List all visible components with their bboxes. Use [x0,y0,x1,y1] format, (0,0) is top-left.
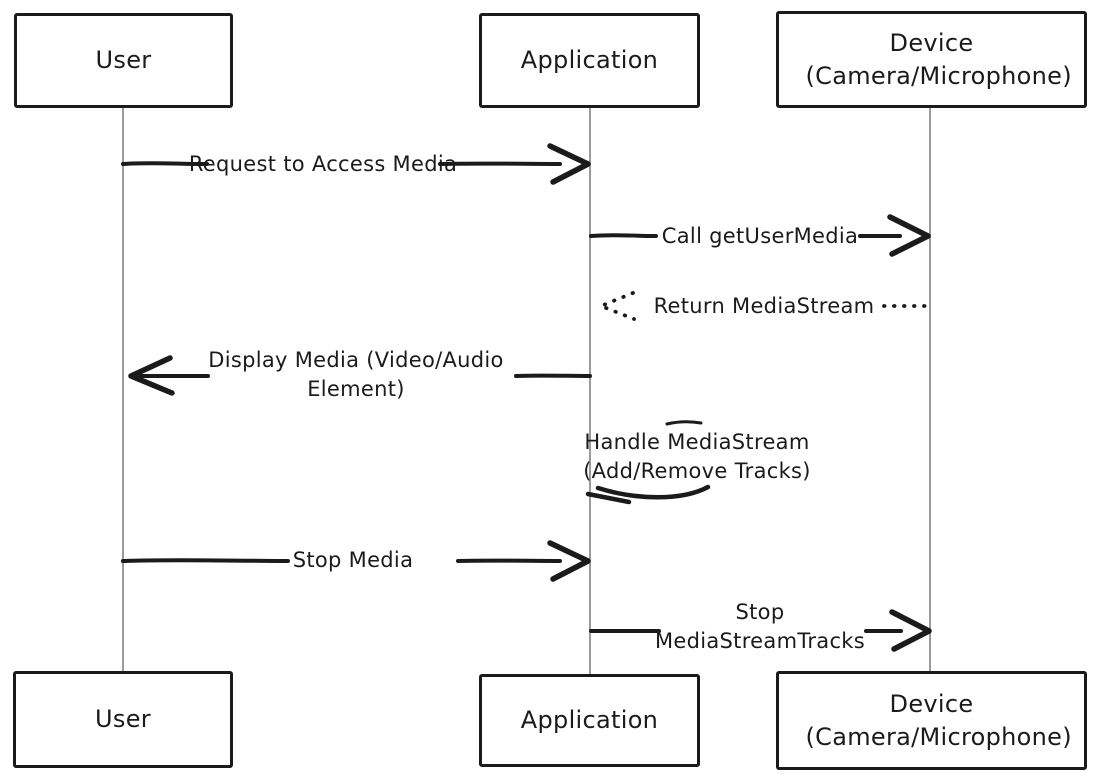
arrow-call-getusermedia [589,214,931,257]
message-label-display-media: Display Media (Video/Audio Element) [208,348,504,401]
actor-box-application-bottom: Application [479,674,700,767]
arrowhead-right-icon [889,609,932,652]
message-label-stop-mediastreamtracks: Stop MediaStreamTracks [654,600,866,653]
arrowhead-left-icon [128,355,175,396]
arrow-stop-media [121,540,591,582]
arrow-request-access-media [121,143,591,185]
arrowhead-right-icon [547,540,591,582]
message-label-request-access-media: Request to Access Media [188,152,458,176]
arrowhead-right-icon [887,214,931,257]
arrow-stop-mediastreamtracks [589,609,932,652]
message-label-stop-media: Stop Media [292,548,414,572]
actor-label: Application [520,706,659,735]
actor-box-device-top: Device (Camera/Microphone) [776,11,1087,108]
message-label-return-mediastream: Return MediaStream [653,294,875,318]
arrow-handle-mediastream-self [585,420,711,505]
actor-label: User [95,46,152,75]
message-label-call-getusermedia: Call getUserMedia [661,224,859,248]
arrowhead-left-dotted-icon [599,291,636,321]
actor-label: Device (Camera/Microphone) [805,690,1072,751]
actor-label: User [95,705,151,734]
actor-box-device-bottom: Device (Camera/Microphone) [776,671,1087,770]
actor-box-user-bottom: User [13,671,233,768]
arrow-display-media [128,355,592,396]
actor-label: Application [520,46,659,75]
arrow-return-mediastream [599,291,932,321]
lifelines [122,107,931,675]
actor-box-user-top: User [14,13,233,108]
actor-box-application-top: Application [479,13,700,108]
actor-label: Device (Camera/Microphone) [805,29,1072,90]
arrowhead-right-icon [547,143,591,185]
message-label-handle-mediastream: Handle MediaStream (Add/Remove Tracks) [583,430,811,483]
